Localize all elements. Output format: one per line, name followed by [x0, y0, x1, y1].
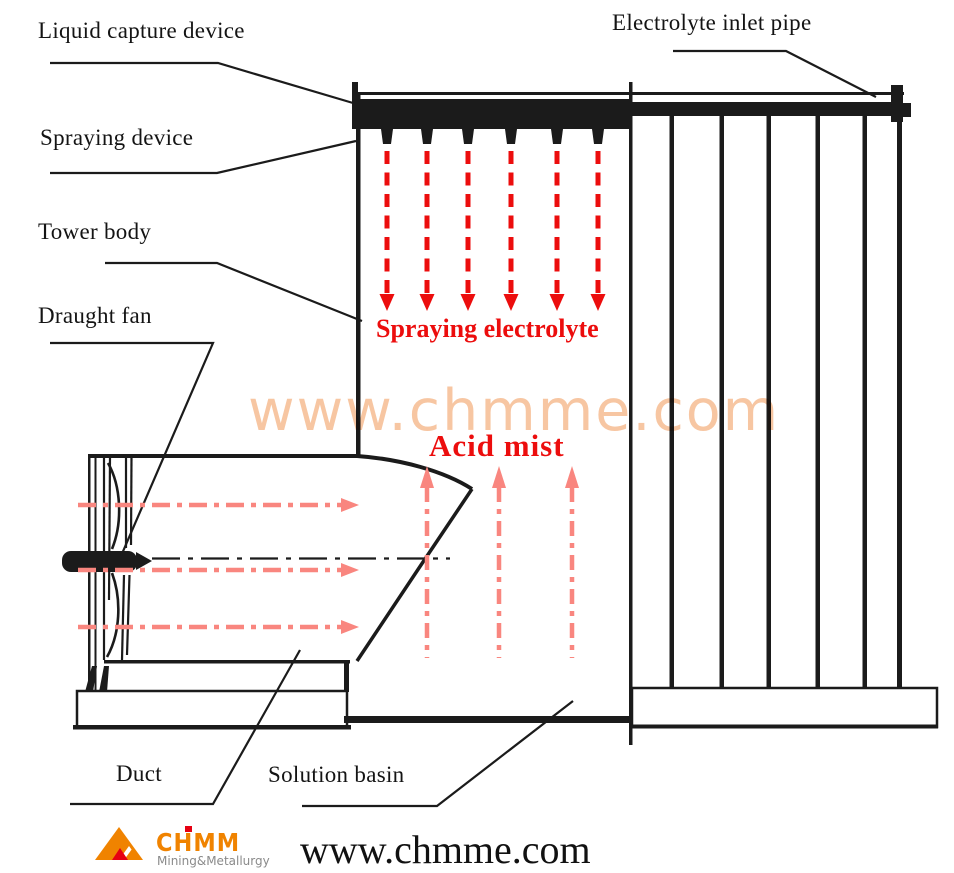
- label-electrolyte-inlet-pipe: Electrolyte inlet pipe: [612, 10, 812, 35]
- spray-nozzles: [381, 129, 604, 144]
- duct-left-wall-outer: [88, 454, 91, 691]
- airflow-arrows: [78, 498, 359, 634]
- chmm-logo-accent: [185, 826, 192, 832]
- duct-plinth: [75, 689, 349, 729]
- label-liquid-capture-device: Liquid capture device: [38, 18, 245, 43]
- duct-bottom-edge: [104, 660, 350, 664]
- label-tower-body: Tower body: [38, 219, 152, 244]
- duct-top-edge: [88, 454, 358, 458]
- chmm-logo: CHMM Mining&Metallurgy: [88, 818, 273, 870]
- solution-basin-floor: [344, 716, 633, 723]
- annotation-spraying-electrolyte: Spraying electrolyte: [376, 314, 599, 343]
- chmm-logo-mark: [95, 827, 143, 860]
- acid-mist-arrows: [420, 466, 579, 658]
- header-right-cap: [891, 85, 903, 122]
- label-duct: Duct: [116, 761, 162, 786]
- leader-solution-basin: [302, 700, 574, 808]
- duct-assembly: [62, 454, 474, 692]
- header-left-post: [352, 82, 358, 102]
- leader-duct: [70, 649, 301, 806]
- fan-hub: [62, 551, 137, 572]
- header-top-line: [352, 92, 904, 95]
- fan-foot-right: [99, 666, 109, 692]
- leader-spraying-device: [50, 139, 357, 175]
- fan-blades: [102, 456, 133, 661]
- fan-foot-left: [85, 666, 97, 692]
- bases: [73, 686, 939, 730]
- electrolyte-pipes: [669, 113, 902, 688]
- spraying-device-bar: [352, 99, 631, 129]
- label-draught-fan: Draught fan: [38, 303, 152, 328]
- right-base: [630, 686, 939, 729]
- fan-hub-nose: [136, 552, 152, 570]
- footer-website: www.chmme.com: [300, 827, 591, 872]
- leader-electrolyte-inlet: [673, 49, 877, 98]
- chmm-logo-tagline: Mining&Metallurgy: [157, 854, 270, 868]
- inlet-header-bar: [631, 102, 893, 116]
- spraying-arrows: [379, 151, 606, 311]
- annotation-acid-mist: Acid mist: [429, 428, 565, 463]
- leader-lines: [50, 49, 877, 808]
- duct-outlet-curve: [356, 454, 474, 491]
- header-right-stub: [903, 103, 911, 117]
- tower-right-wall: [897, 113, 902, 688]
- watermark-text: www.chmme.com: [248, 378, 781, 444]
- chmm-logo-name: CHMM: [156, 828, 241, 857]
- right-base-bottom-edge: [632, 724, 938, 729]
- tower-divider-wall: [629, 82, 633, 745]
- leader-tower-body: [105, 261, 363, 323]
- tower-header: [352, 82, 911, 144]
- leader-draught-fan: [50, 341, 215, 557]
- tower-left-wall: [356, 95, 361, 457]
- label-solution-basin: Solution basin: [268, 762, 405, 787]
- label-spraying-device: Spraying device: [40, 125, 194, 150]
- leader-liquid-capture: [50, 61, 354, 105]
- duct-outlet-taper: [355, 488, 474, 662]
- duct-plinth-bottom-edge: [73, 725, 351, 730]
- duct-left-wall-inner: [94, 454, 97, 691]
- duct-step: [344, 661, 349, 692]
